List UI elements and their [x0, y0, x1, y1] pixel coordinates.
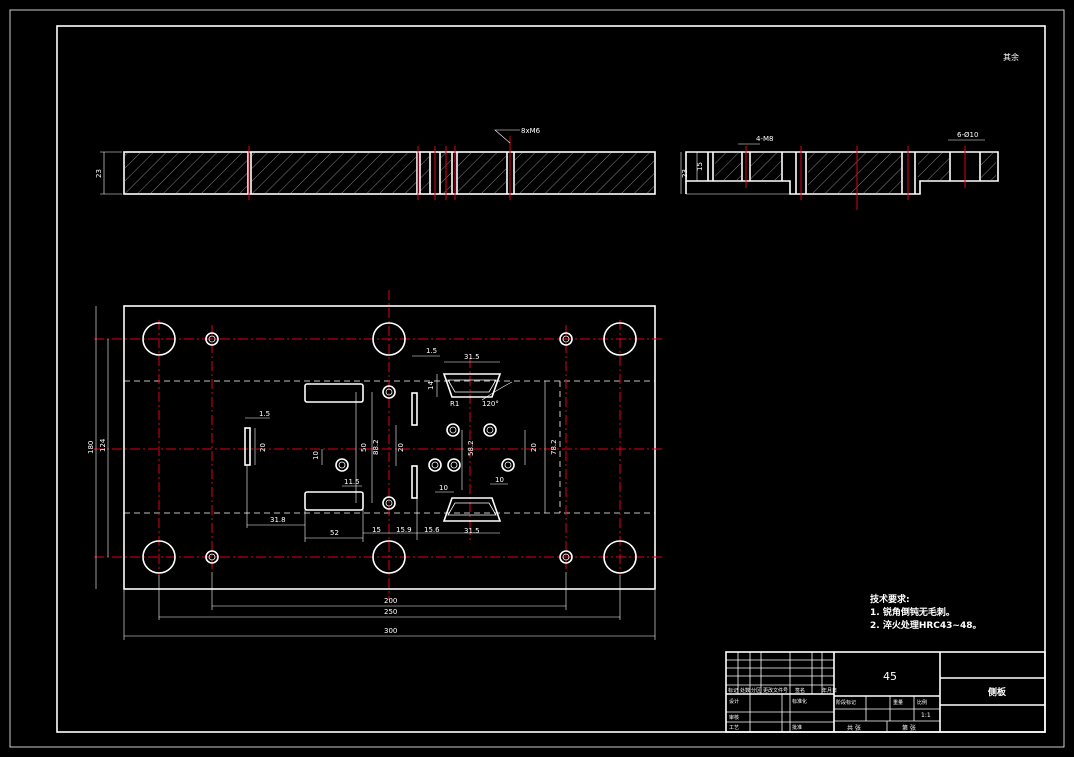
dim-angle: 120°	[482, 400, 499, 408]
sheet-no: 第 张	[902, 724, 916, 732]
dim-fillet-r: R1	[450, 400, 459, 408]
section-view-2: 23 15 4-M8 6-Ø10	[680, 131, 999, 210]
section-view-1: 23 8xM6	[95, 127, 656, 200]
label-approve: 批准	[792, 724, 802, 731]
pin-holes	[335, 385, 515, 510]
label-weight: 重量	[893, 699, 903, 706]
sheet-total: 共 张	[847, 724, 861, 732]
outer-border	[9, 9, 1065, 748]
dim-10-c: 10	[495, 476, 504, 484]
scale-value: 1:1	[921, 712, 931, 719]
dim-58-2: 58.2	[467, 440, 475, 456]
title-block: 标记 处数 分区 更改文件号 签名 年月日 设计 标准化 审核 工艺 批准 阶段…	[725, 651, 1046, 733]
dim-11-5: 11.5	[344, 478, 360, 486]
corner-note: 其余	[1003, 52, 1019, 62]
section2-height: 23	[681, 169, 689, 178]
plan-dimensions: 180 124 200 250 300 1.5 20 1.5 31.5 3	[87, 306, 656, 640]
row-label-zone: 分区	[751, 687, 761, 694]
label-scale: 比例	[917, 699, 927, 706]
guide-pillar-holes	[142, 322, 637, 574]
dim-78-2: 78.2	[550, 439, 558, 455]
dim-10-b: 10	[439, 484, 448, 492]
label-designer: 设计	[729, 698, 739, 705]
dim-overall-height: 180	[87, 441, 95, 454]
row-label-mark: 标记	[728, 687, 738, 694]
dim-width-250: 250	[384, 608, 397, 616]
plan-view: 180 124 200 250 300 1.5 20 1.5 31.5 3	[87, 290, 665, 640]
dim-profile-w-top: 31.5	[464, 353, 480, 361]
dim-31-8: 31.8	[270, 516, 286, 524]
section2-callout-a: 4-M8	[756, 135, 773, 143]
technical-notes: 技术要求: 1. 锐角倒钝无毛刺。 2. 淬火处理HRC43~48。	[870, 593, 981, 631]
section2-depth: 15	[696, 162, 704, 171]
dim-52: 52	[330, 529, 339, 537]
dim-slot-w-2: 1.5	[426, 347, 437, 355]
dim-20-b: 20	[530, 443, 538, 452]
dim-profile-w-bot: 31.5	[464, 527, 480, 535]
dim-15-6: 15.6	[424, 526, 440, 534]
dim-width-300: 300	[384, 627, 397, 635]
dim-15: 15	[372, 526, 381, 534]
label-review: 审核	[729, 714, 739, 721]
dim-50: 50	[360, 443, 368, 452]
screw-holes	[205, 332, 573, 564]
dim-15-9: 15.9	[396, 526, 412, 534]
dim-slot-h-1: 20	[259, 443, 267, 452]
section1-height: 23	[95, 169, 103, 178]
dim-20-a: 20	[397, 443, 405, 452]
section2-callout-b: 6-Ø10	[957, 131, 978, 139]
row-label-date: 年月日	[822, 687, 837, 694]
row-label-count: 处数	[740, 687, 750, 694]
part-name: 侧板	[988, 686, 1007, 698]
row-label-sign: 签名	[795, 687, 805, 694]
dim-88-2: 88.2	[372, 439, 380, 455]
material: 45	[883, 670, 897, 683]
inner-border	[56, 25, 1046, 733]
dim-profile-h: 14	[427, 381, 435, 390]
dim-width-200: 200	[384, 597, 397, 605]
notes-title: 技术要求:	[870, 593, 910, 605]
plate-outline	[123, 305, 656, 590]
dim-10-a: 10	[312, 451, 320, 460]
row-label-change-doc: 更改文件号	[763, 687, 788, 694]
label-process: 工艺	[729, 725, 739, 731]
slots	[244, 383, 418, 511]
notes-line-2: 2. 淬火处理HRC43~48。	[870, 619, 981, 631]
section1-callout: 8xM6	[521, 127, 541, 135]
profile-cutouts	[442, 373, 502, 522]
notes-line-1: 1. 锐角倒钝无毛刺。	[870, 606, 955, 618]
dim-slot-w-1: 1.5	[259, 410, 270, 418]
label-standard: 标准化	[792, 698, 807, 705]
dim-hole-pitch-y: 124	[99, 438, 107, 452]
label-stage: 阶段标记	[836, 699, 856, 706]
